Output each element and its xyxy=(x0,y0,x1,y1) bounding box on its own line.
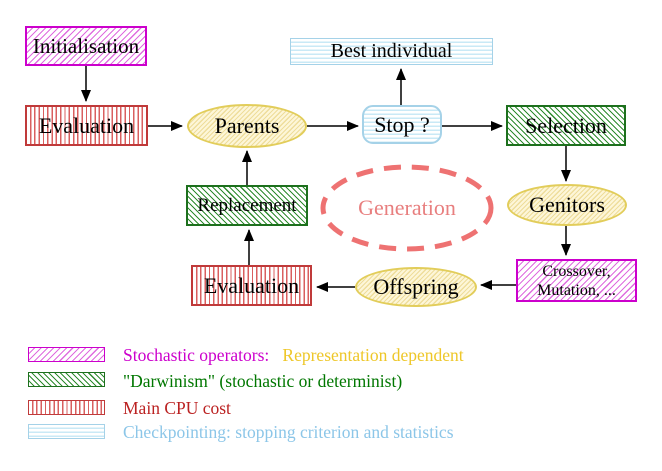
node-genitors: Genitors xyxy=(507,184,627,226)
generation-dashed-ellipse xyxy=(320,164,494,252)
node-stop-test: Stop ? xyxy=(362,105,442,144)
node-crossover-mutation: Crossover, Mutation, ... xyxy=(516,259,637,302)
crossover-line2: Mutation, ... xyxy=(537,281,616,299)
legend-text-stochastic-operators: Stochastic operators: Representation dep… xyxy=(123,345,464,366)
legend-text-spacer xyxy=(274,345,278,365)
generation-label: Generation xyxy=(358,195,456,220)
legend-text-cpu-cost: Main CPU cost xyxy=(123,398,231,418)
node-evaluation-top: Evaluation xyxy=(25,105,148,146)
legend-text-checkpointing: Checkpointing: stopping criterion and st… xyxy=(123,422,454,442)
legend-text-primary: Stochastic operators: xyxy=(123,345,270,365)
node-replacement: Replacement xyxy=(186,185,308,226)
legend-text-secondary: Representation dependent xyxy=(282,345,464,365)
legend-text-darwinism: "Darwinism" (stochastic or determinist) xyxy=(123,371,403,391)
node-initialisation: Initialisation xyxy=(25,26,147,66)
node-parents: Parents xyxy=(187,104,307,148)
crossover-line1: Crossover, xyxy=(542,262,611,280)
node-evaluation-bottom: Evaluation xyxy=(191,265,312,306)
node-best-individual: Best individual xyxy=(290,38,493,65)
legend-swatch-cpu-cost xyxy=(28,400,105,415)
legend-swatch-stochastic-operators xyxy=(28,347,105,362)
legend-swatch-checkpointing xyxy=(28,424,105,439)
node-selection: Selection xyxy=(506,105,626,146)
legend-swatch-darwinism xyxy=(28,372,105,387)
node-offspring: Offspring xyxy=(355,267,477,307)
